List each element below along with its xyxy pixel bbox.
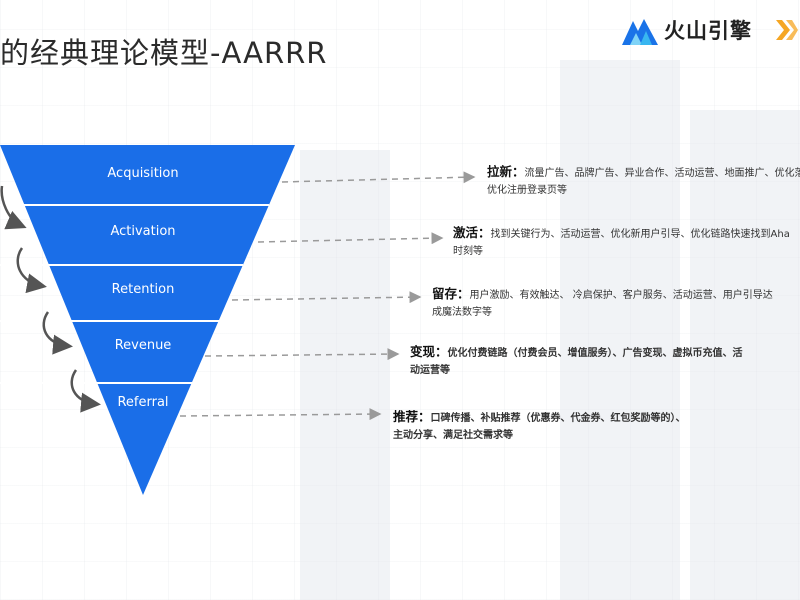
- logo-text: 火山引擎: [664, 19, 752, 43]
- stage-text-line2: 成魔法数字等: [432, 307, 492, 318]
- stage-term: 激活: [453, 225, 479, 240]
- stage-text-line1: 找到关键行为、活动运营、优化新用户引导、优化链路快速找到Aha: [490, 229, 790, 240]
- stage-text-line1: 流量广告、品牌广告、异业合作、活动运营、地面推广、优化落: [524, 168, 800, 179]
- stage-description-acquisition: 拉新：流量广告、品牌广告、异业合作、活动运营、地面推广、优化落 优化注册登录页等: [487, 163, 800, 199]
- stage-description-revenue: 变现：优化付费链路（付费会员、增值服务）、广告变现、虚拟币充值、活 动运营等: [410, 343, 790, 379]
- curved-arrow-icon: [70, 369, 101, 413]
- stage-description-retention: 留存：用户激励、有效触达、 冷启保护、客户服务、活动运营、用户引导达 成魔法数字…: [432, 285, 800, 321]
- volcano-logo-icon: [622, 19, 658, 45]
- partner-logo-icon: [776, 20, 798, 40]
- stage-text-line2: 主动分享、满足社交需求等: [393, 430, 513, 441]
- stage-term-separator: ：: [435, 344, 448, 359]
- stage-term-separator: ：: [478, 225, 491, 240]
- stage-term: 拉新: [487, 164, 513, 179]
- stage-label-acquisition: Acquisition: [107, 166, 178, 181]
- page-title: 的经典理论模型-AARRR: [0, 36, 328, 70]
- stage-text-line1: 优化付费链路（付费会员、增值服务）、广告变现、虚拟币充值、活: [447, 348, 743, 359]
- stage-text-line2: 优化注册登录页等: [487, 185, 567, 196]
- stage-label-retention: Retention: [112, 282, 175, 297]
- dashed-arrow-right-icon: [204, 348, 400, 361]
- stage-text-line2: 动运营等: [410, 365, 450, 376]
- stage-text-line1: 口碑传播、补贴推荐（优惠券、代金券、红包奖励等的）、: [430, 413, 686, 424]
- background-building: [560, 60, 680, 600]
- stage-term: 留存: [432, 286, 458, 301]
- stage-description-referral: 推荐：口碑传播、补贴推荐（优惠券、代金券、红包奖励等的）、 主动分享、满足社交需…: [393, 408, 773, 444]
- stage-label-activation: Activation: [110, 224, 175, 239]
- stage-term-separator: ：: [457, 286, 470, 301]
- dashed-arrow-right-icon: [231, 291, 422, 304]
- stage-term: 推荐: [393, 409, 419, 424]
- stage-text-line1: 用户激励、有效触达、 冷启保护、客户服务、活动运营、用户引导达: [469, 290, 773, 301]
- stage-term: 变现: [410, 344, 436, 359]
- background-building: [690, 110, 800, 600]
- stage-text-line2: 时刻等: [453, 246, 483, 257]
- dashed-arrow-right-icon: [281, 171, 476, 184]
- brand-logo: 火山引擎: [622, 14, 798, 46]
- stage-label-revenue: Revenue: [115, 338, 172, 353]
- curved-arrow-icon: [0, 185, 27, 230]
- stage-description-activation: 激活：找到关键行为、活动运营、优化新用户引导、优化链路快速找到Aha 时刻等: [453, 224, 800, 260]
- stage-term-separator: ：: [418, 409, 431, 424]
- stage-term-separator: ：: [512, 164, 525, 179]
- background-building: [300, 150, 390, 600]
- stage-label-referral: Referral: [117, 395, 168, 410]
- dashed-arrow-right-icon: [257, 232, 444, 245]
- dashed-arrow-right-icon: [179, 408, 382, 421]
- curved-arrow-icon: [16, 247, 47, 294]
- curved-arrow-icon: [42, 311, 73, 355]
